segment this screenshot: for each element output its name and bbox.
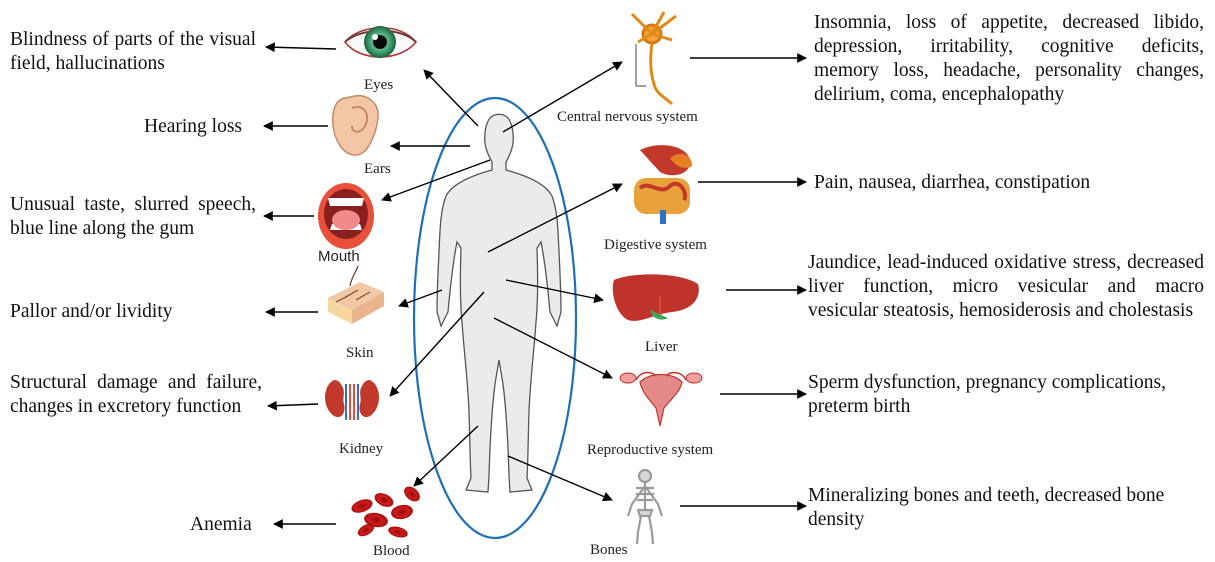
- organ-label-mouth: Mouth: [318, 248, 360, 266]
- organ-label-bones: Bones: [590, 541, 628, 559]
- effect-text-ears: Hearing loss: [144, 115, 256, 139]
- kidney-icon: [325, 380, 379, 420]
- mouth-icon: [318, 183, 374, 249]
- effect-text-eyes: Blindness of parts of the visual field, …: [10, 28, 256, 76]
- arrow-body-eyes: [424, 70, 478, 126]
- organ-label-liver: Liver: [645, 338, 677, 356]
- effect-text-liver: Jaundice, lead-induced oxidative stress,…: [808, 251, 1204, 323]
- organ-label-reproductive: Reproductive system: [587, 441, 713, 459]
- effect-text-mouth: Unusual taste, slurred speech, blue line…: [10, 193, 256, 241]
- skeleton-icon: [628, 470, 662, 544]
- effect-text-kidney: Structural damage and failure, changes i…: [10, 371, 262, 419]
- organ-label-ears: Ears: [364, 160, 391, 178]
- effect-text-blood: Anemia: [190, 513, 270, 537]
- liver-icon: [613, 274, 699, 321]
- arrow-kidney-effect: [268, 404, 318, 406]
- organ-label-kidney: Kidney: [339, 440, 383, 458]
- ear-icon: [333, 96, 378, 155]
- human-body-silhouette: [437, 114, 561, 492]
- reproductive-system-icon: [620, 373, 702, 426]
- organ-label-eyes: Eyes: [364, 76, 393, 94]
- neuron-icon: [632, 12, 676, 104]
- effect-text-skin: Pallor and/or lividity: [10, 300, 256, 324]
- effect-text-digestive: Pain, nausea, diarrhea, constipation: [814, 171, 1204, 195]
- organ-label-blood: Blood: [373, 542, 410, 560]
- organ-label-digestive: Digestive system: [604, 236, 707, 254]
- effect-text-bones: Mineralizing bones and teeth, decreased …: [808, 484, 1204, 532]
- arrow-eyes-effect: [266, 47, 336, 49]
- digestive-system-icon: [634, 145, 692, 224]
- eye-icon: [345, 26, 416, 58]
- organ-label-cns: Central nervous system: [557, 108, 698, 126]
- organ-label-skin: Skin: [346, 344, 374, 362]
- skin-icon: [328, 266, 384, 324]
- effect-text-cns: Insomnia, loss of appetite, decreased li…: [814, 11, 1204, 107]
- arrow-body-blood: [414, 426, 478, 486]
- blood-cells-icon: [350, 484, 423, 540]
- effect-text-reproductive: Sperm dysfunction, pregnancy complicatio…: [808, 371, 1204, 419]
- arrow-body-skin: [399, 290, 442, 306]
